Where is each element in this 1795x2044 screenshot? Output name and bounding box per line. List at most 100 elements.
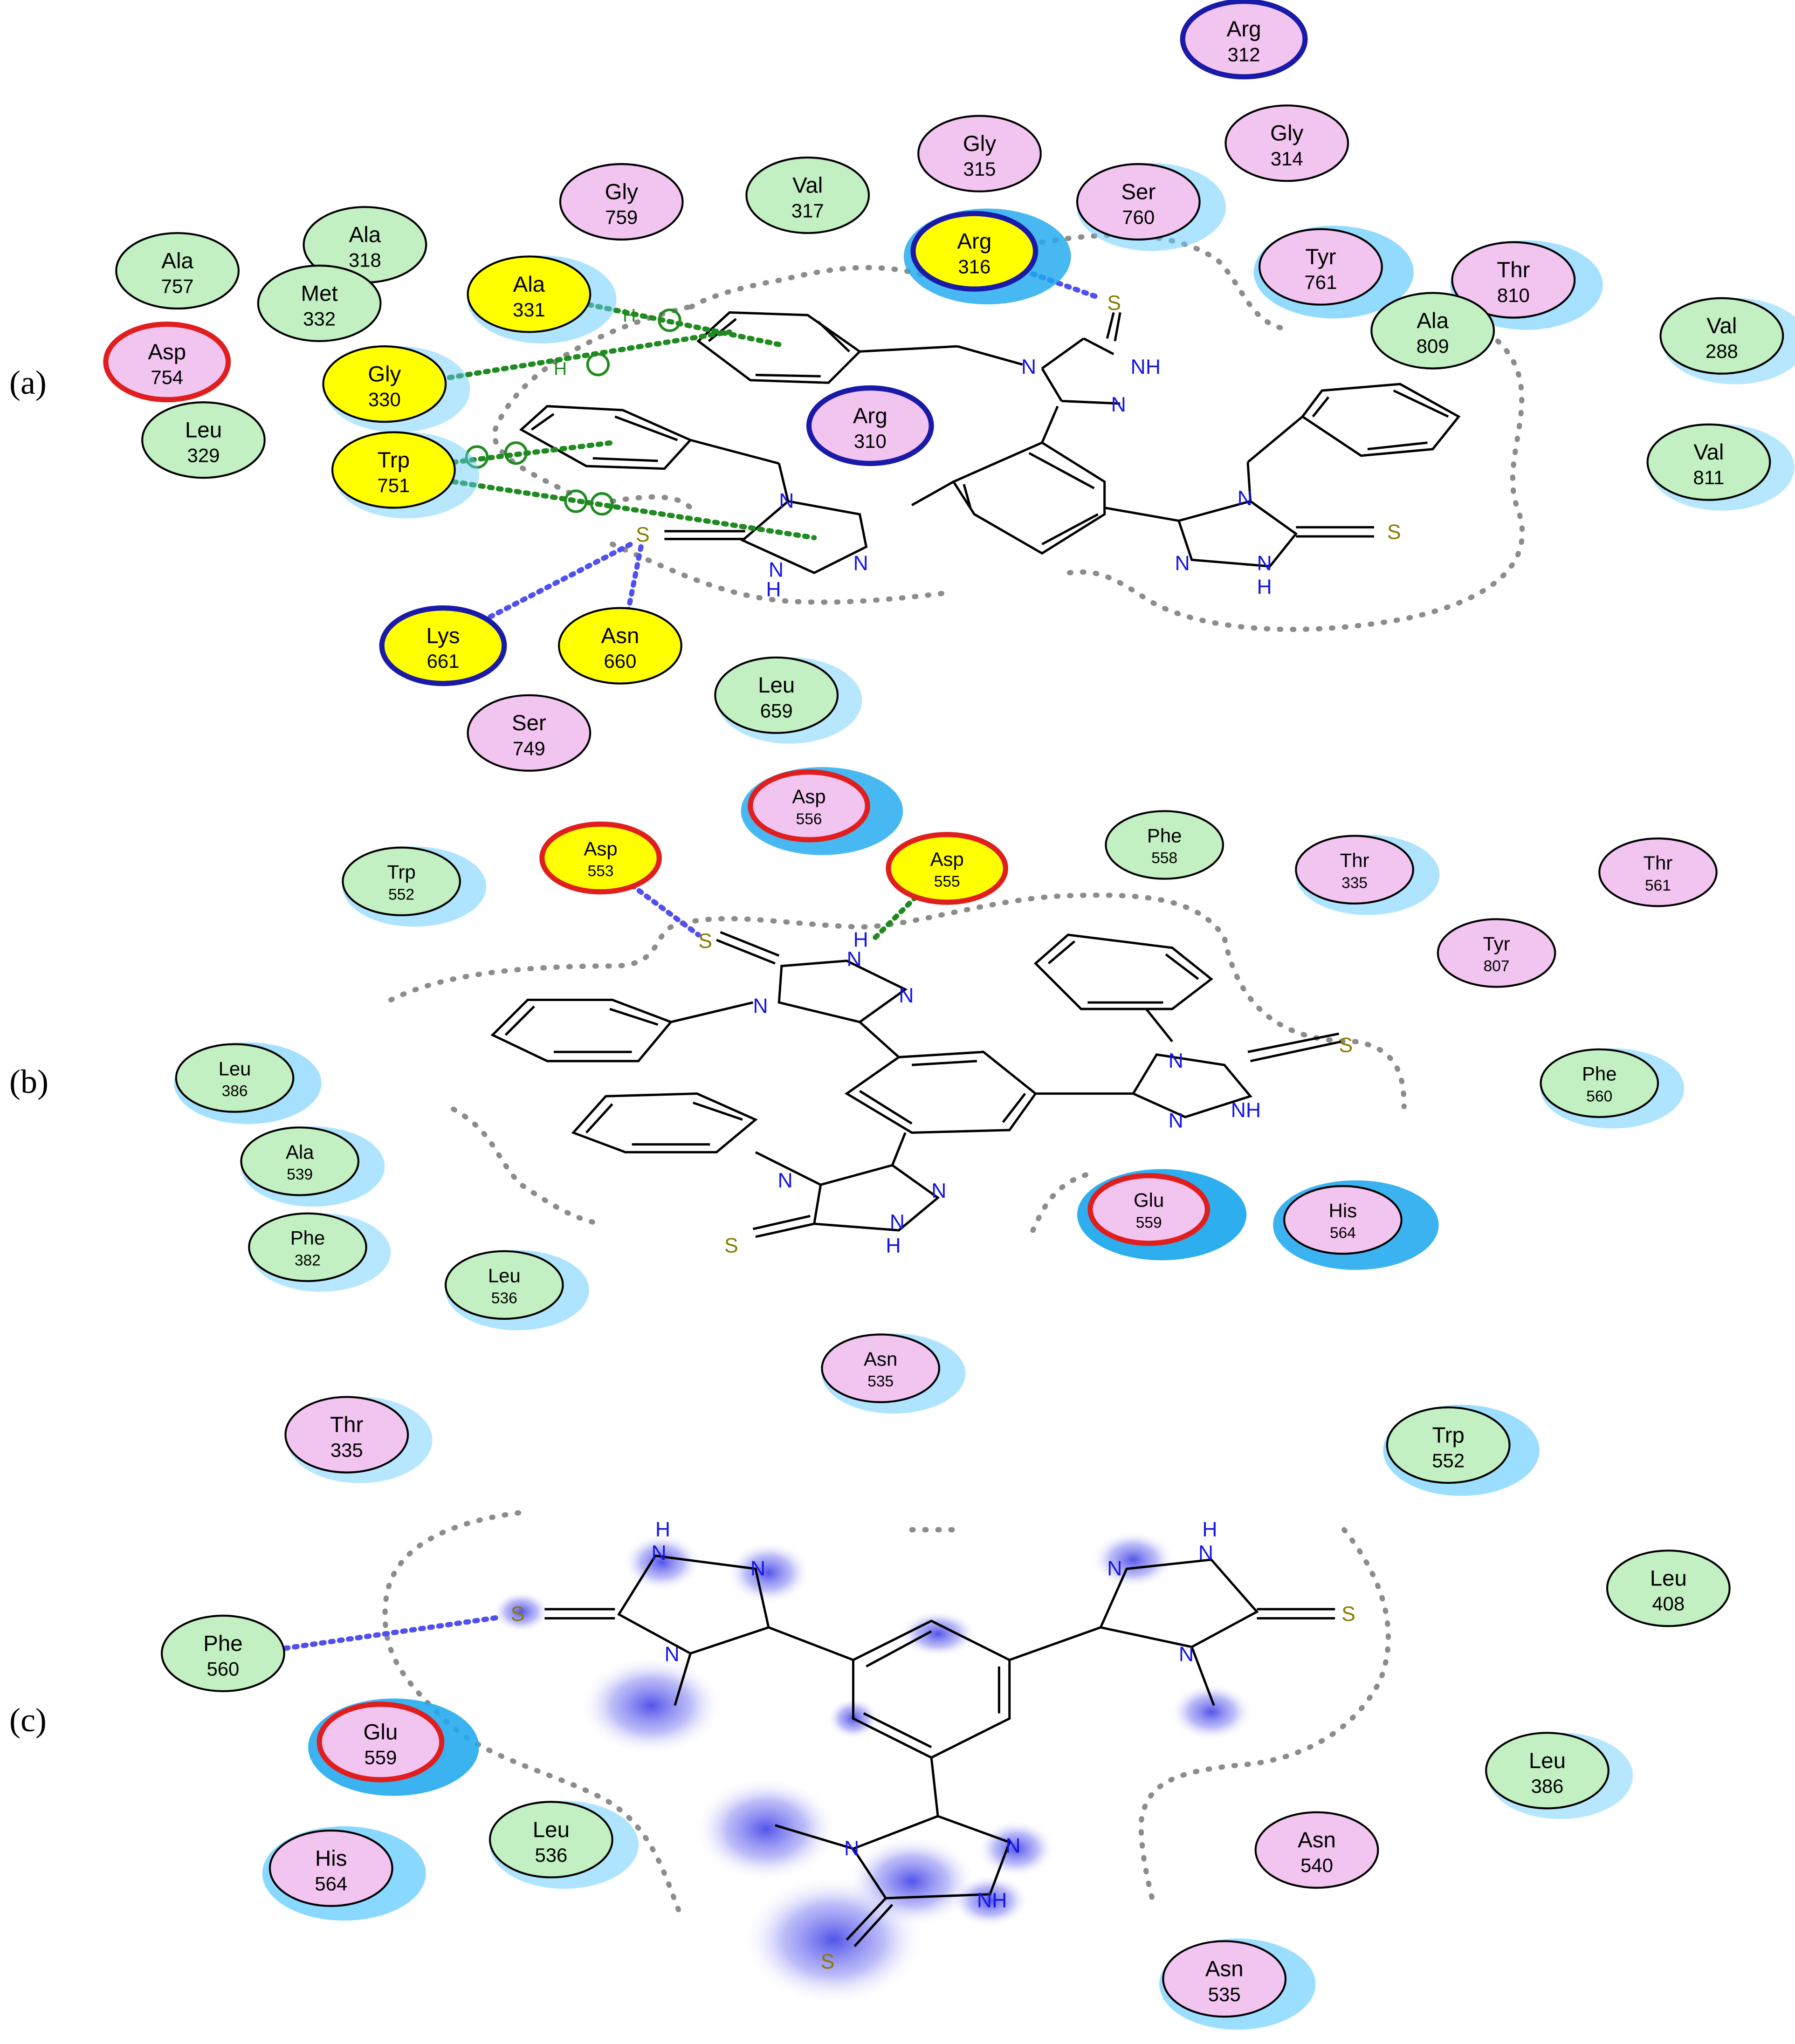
residue-name: Tyr <box>1483 933 1510 954</box>
residue-number: 315 <box>963 158 996 180</box>
residue-number: 386 <box>222 1083 248 1100</box>
residue-number: 564 <box>1330 1225 1356 1242</box>
residue-ellipse <box>445 1250 564 1320</box>
residue-node: Leu 536 <box>445 1250 589 1331</box>
atom-s: S <box>724 1234 738 1257</box>
residue-number: 809 <box>1417 335 1449 357</box>
residue-ellipse <box>1283 1185 1403 1255</box>
residue-number: 761 <box>1304 271 1337 293</box>
residue-name: Thr <box>1340 850 1369 871</box>
residue-ellipse <box>1259 228 1383 306</box>
atom-n: N <box>1107 1557 1122 1580</box>
residue-number: 535 <box>867 1373 894 1390</box>
residue-ellipse <box>257 264 382 343</box>
atom-n: N <box>652 1542 667 1564</box>
residue-name: Asp <box>584 837 617 859</box>
residue-ellipse <box>1087 1173 1210 1246</box>
residue-number: 559 <box>1136 1214 1162 1231</box>
residue-ellipse <box>1437 918 1556 988</box>
atom-n: N <box>899 984 914 1007</box>
residue-name: Leu <box>219 1058 251 1080</box>
residue-name: Trp <box>387 861 415 883</box>
residue-ellipse <box>1370 292 1495 370</box>
residue-number: 556 <box>796 810 822 828</box>
residue-ellipse <box>1386 1406 1511 1484</box>
residue-name: Ala <box>513 272 545 297</box>
atom-n: N <box>844 1837 859 1860</box>
residue-number: 386 <box>1531 1775 1564 1797</box>
panel-label-a: (a) <box>9 364 47 401</box>
residue-ellipse <box>910 211 1038 292</box>
residue-name: Thr <box>1644 852 1673 874</box>
residue-number: 659 <box>760 700 793 721</box>
residue-name: Ala <box>1417 309 1449 333</box>
atom-n: N <box>1257 552 1272 575</box>
atom-n: N <box>890 1211 905 1234</box>
residue-name: Phe <box>1147 824 1182 846</box>
residue-ellipse <box>1606 1550 1731 1627</box>
residue-ellipse <box>1254 1811 1379 1889</box>
residue-ellipse <box>1076 163 1201 241</box>
residue-number: 552 <box>1432 1449 1465 1471</box>
residue-ellipse <box>1659 297 1784 375</box>
atom-n: N <box>750 1557 765 1580</box>
residue-name: Leu <box>488 1265 521 1287</box>
residue-number: 314 <box>1271 148 1303 170</box>
residue-ellipse <box>268 1829 393 1907</box>
residue-number: 661 <box>427 650 460 672</box>
atom-n: N <box>777 1169 792 1192</box>
atom-s: S <box>821 1950 835 1973</box>
residue-node: Glu 559 <box>1077 1169 1247 1261</box>
panel-b: S N H N N S N NH N N N N H S <box>388 883 1407 1257</box>
atom-s: S <box>636 523 650 546</box>
atom-nh: NH <box>1231 1099 1261 1122</box>
residue-name: Ala <box>161 248 193 273</box>
residue-ellipse <box>748 769 870 843</box>
residue-ellipse <box>240 1126 360 1196</box>
atom-n: N <box>1169 1049 1183 1072</box>
residue-name: Ser <box>1121 179 1155 204</box>
atom-n: N <box>1005 1834 1020 1857</box>
atom-h: H <box>1257 576 1272 598</box>
residue-number: 552 <box>388 886 414 903</box>
residue-number: 760 <box>1122 206 1155 228</box>
residue-name: Phe <box>203 1631 243 1656</box>
residue-number: 559 <box>364 1746 397 1768</box>
atom-n: N <box>1111 393 1126 416</box>
residue-ellipse <box>886 832 1008 905</box>
residue-number: 536 <box>491 1290 517 1307</box>
residue-name: Arg <box>1227 17 1261 41</box>
atom-s: S <box>1339 1034 1353 1056</box>
residue-ellipse <box>175 1043 295 1113</box>
residue-name: Glu <box>363 1720 398 1744</box>
residue-number: 751 <box>377 474 410 496</box>
residue-ellipse <box>342 846 461 917</box>
residue-number: 561 <box>1645 877 1671 894</box>
residue-name: Ala <box>286 1141 314 1163</box>
residue-number: 555 <box>934 873 960 890</box>
residue-name: Glu <box>1134 1189 1164 1211</box>
residue-ellipse <box>467 694 591 772</box>
residue-ellipse <box>1295 835 1414 905</box>
